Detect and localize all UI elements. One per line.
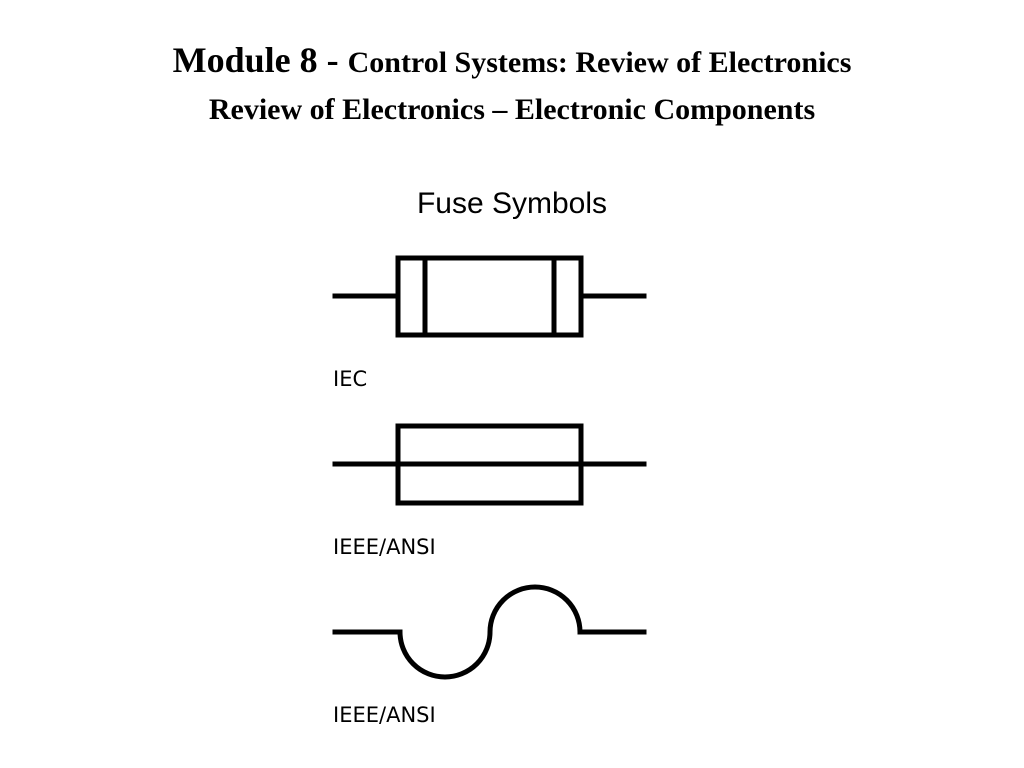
fuse-ieee-ansi-rectangle-symbol (332, 423, 647, 506)
slide-title: Module 8 - Control Systems: Review of El… (0, 38, 1024, 90)
fuse-iec-symbol (332, 255, 647, 338)
module-title: Module 8 - (172, 40, 348, 80)
fuse-s-curve-wire (332, 584, 647, 680)
slide-subtitle: Review of Electronics – Electronic Compo… (208, 93, 816, 126)
fuse-ansi-body (395, 423, 584, 506)
slide-header: Module 8 - Control Systems: Review of El… (0, 38, 1024, 130)
fuse-iec-label: IEC (333, 367, 368, 391)
fuse-ieee-ansi-rectangle-label: IEEE/ANSI (333, 535, 436, 559)
fuse-ieee-ansi-s-curve-symbol (332, 584, 647, 680)
figure-title: Fuse Symbols (416, 187, 608, 220)
fuse-ieee-ansi-s-curve-label: IEEE/ANSI (333, 703, 436, 727)
module-subtitle: Control Systems: Review of Electronics (347, 46, 852, 79)
